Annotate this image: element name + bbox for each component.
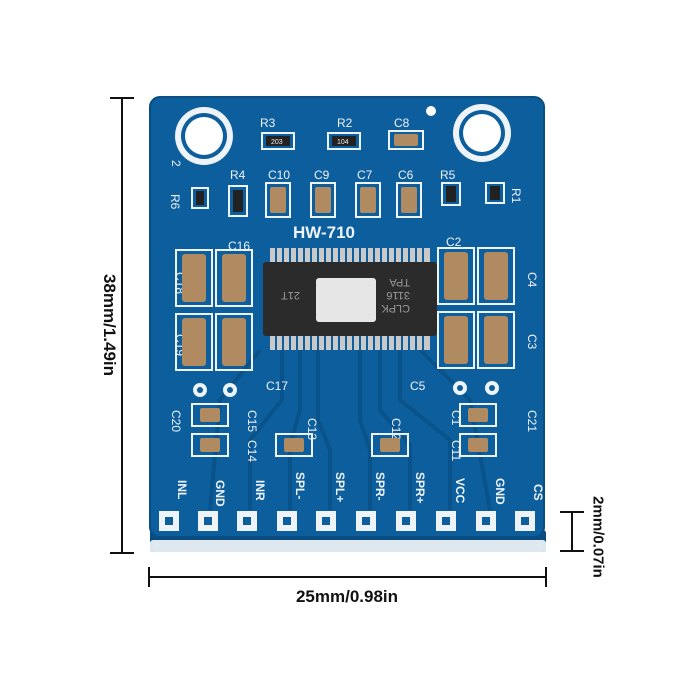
- capacitor-c9: [310, 182, 336, 218]
- chip-pins-top: [270, 248, 430, 264]
- pcb-traces: [208, 348, 492, 511]
- capacitor-pad-left-2: [215, 249, 253, 307]
- capacitor-pad-right-3: [437, 311, 475, 369]
- capacitor-body-small-1: [200, 408, 220, 422]
- capacitor-body-left-2: [222, 254, 246, 302]
- capacitor-pad-right-2: [477, 247, 515, 305]
- resistor-r1: [485, 182, 505, 204]
- capacitor-pad-small-5: [459, 403, 497, 427]
- chip-marking-4: 21T: [281, 289, 300, 301]
- pin-label-cs: CS: [531, 484, 545, 501]
- resistor-r5: [441, 182, 461, 206]
- corner-mark: 2: [169, 160, 183, 167]
- label-c10: C10: [268, 168, 290, 182]
- pin-label-gnd-1: GND: [213, 480, 227, 507]
- capacitor-body-small-2: [200, 438, 220, 452]
- chip-thermal-pad: [316, 278, 376, 322]
- pin-label-spl-minus: SPL-: [293, 472, 307, 499]
- resistor-r3: 203: [261, 132, 295, 150]
- capacitor-pad-small-1: [191, 403, 229, 427]
- label-r5: R5: [440, 168, 456, 182]
- capacitor-body-left-1: [182, 254, 206, 302]
- label-c20: C20: [169, 410, 183, 432]
- capacitor-pad-right-1: [437, 247, 475, 305]
- label-c15: C15: [245, 410, 259, 432]
- capacitor-pad-right-4: [477, 311, 515, 369]
- vias: [193, 381, 499, 397]
- label-c3: C3: [525, 334, 539, 350]
- label-c9: C9: [314, 168, 330, 182]
- label-c8: C8: [394, 116, 410, 130]
- capacitor-c6: [396, 182, 422, 218]
- capacitor-body-left-4: [222, 318, 246, 366]
- pin-label-inr: INR: [253, 480, 267, 501]
- amplifier-chip: TPA 3116 CLPK 21T: [263, 248, 437, 350]
- capacitor-pad-small-2: [191, 433, 229, 457]
- pin-label-spl-plus: SPL+: [333, 472, 347, 502]
- pin-label-spr-minus: SPR-: [373, 472, 387, 501]
- chip-marking-1: TPA: [389, 276, 410, 288]
- model-label: HW-710: [293, 223, 355, 242]
- thickness-dimension-label: 2mm/0.07in: [589, 496, 607, 578]
- capacitor-body-right-2: [484, 252, 508, 300]
- width-dimension-line: [148, 567, 547, 587]
- capacitor-pad-left-1: [175, 249, 213, 307]
- chip-marking-2: 3116: [386, 289, 410, 301]
- resistor-code-r2: 104: [337, 139, 349, 146]
- label-c6: C6: [398, 168, 414, 182]
- capacitor-c8: [388, 130, 424, 150]
- label-r1: R1: [509, 188, 523, 204]
- pin-label-gnd-2: GND: [493, 478, 507, 505]
- pin-label-spr-plus: SPR+: [413, 472, 427, 504]
- resistor-r4: [228, 185, 248, 217]
- label-r4: R4: [230, 168, 246, 182]
- label-c17: C17: [266, 379, 288, 393]
- solder-pads: [159, 511, 535, 531]
- capacitor-body-left-3: [182, 318, 206, 366]
- label-r6: R6: [168, 194, 182, 210]
- mounting-hole-right: [453, 104, 511, 162]
- label-r3: R3: [260, 116, 276, 130]
- height-dimension-label: 38mm/1.49in: [100, 273, 119, 377]
- fiducial-dot: [426, 106, 436, 116]
- capacitor-body-right-3: [444, 316, 468, 364]
- chip-marking-3: CLPK: [381, 302, 410, 314]
- capacitor-body-small-6: [468, 438, 488, 452]
- capacitor-body-small-5: [468, 408, 488, 422]
- resistor-r2: 104: [327, 132, 361, 150]
- capacitor-c10: [265, 182, 291, 218]
- mounting-hole-left: [175, 107, 233, 165]
- capacitor-pad-left-3: [175, 313, 213, 371]
- pin-label-inl: INL: [175, 480, 189, 499]
- thickness-dimension-line: [560, 511, 584, 552]
- capacitor-pad-small-3: [275, 433, 313, 457]
- label-c14: C14: [245, 440, 259, 462]
- label-c4: C4: [525, 272, 539, 288]
- capacitor-body-small-3: [284, 438, 304, 452]
- capacitor-pad-small-6: [459, 433, 497, 457]
- capacitor-pad-left-4: [215, 313, 253, 371]
- pin-label-vcc: VCC: [453, 478, 467, 504]
- label-c12: C12: [389, 418, 403, 440]
- width-dimension-label: 25mm/0.98in: [295, 587, 399, 606]
- label-c2: C2: [446, 235, 462, 249]
- resistor-r6: [191, 187, 209, 209]
- capacitor-pad-small-4: [371, 433, 409, 457]
- capacitor-body-small-4: [380, 438, 400, 452]
- label-c7: C7: [357, 168, 373, 182]
- resistor-code-r3: 203: [271, 139, 283, 146]
- label-r2: R2: [337, 116, 353, 130]
- label-c5: C5: [410, 379, 426, 393]
- capacitor-body-right-4: [484, 316, 508, 364]
- capacitor-body-right-1: [444, 252, 468, 300]
- capacitor-c7: [355, 182, 381, 218]
- height-dimension-line: [110, 97, 134, 554]
- label-c21: C21: [525, 410, 539, 432]
- chip-pins-bottom: [270, 334, 430, 350]
